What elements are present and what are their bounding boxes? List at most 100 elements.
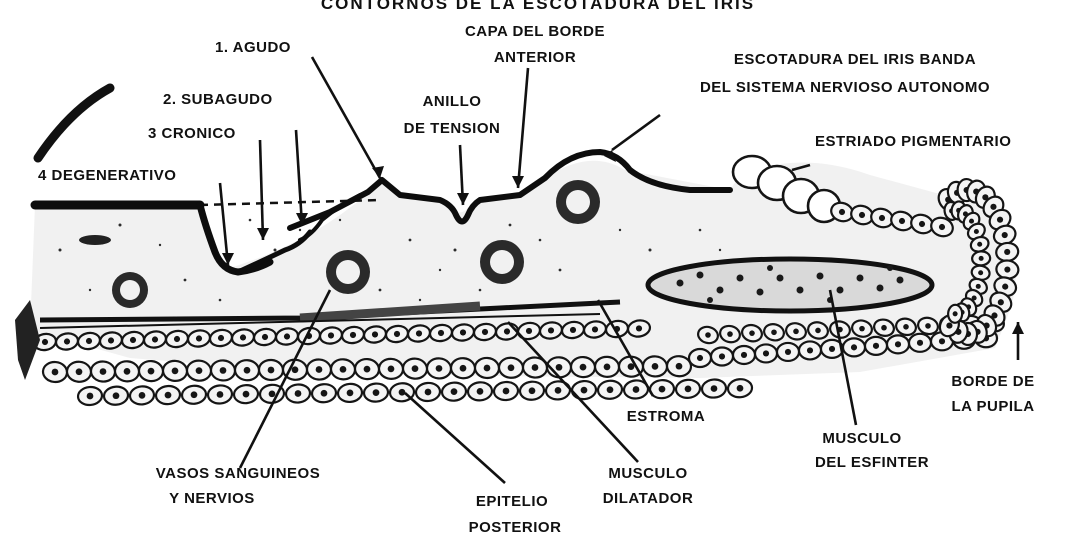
cell-nucleus [460, 365, 467, 372]
cell-nucleus [1004, 266, 1010, 272]
label-dilator-1: MUSCULO [608, 465, 687, 482]
cell-nucleus [394, 331, 400, 337]
cell-nucleus [925, 323, 931, 329]
label-pupil-border-2: LA PUPILA [951, 398, 1034, 415]
cell-nucleus [364, 366, 371, 373]
cell-nucleus [859, 212, 865, 218]
cell-nucleus [243, 391, 250, 398]
cell-nucleus [719, 353, 725, 359]
label-tension-ring-2: DE TENSION [404, 120, 501, 137]
cell-nucleus [953, 311, 958, 316]
cell-nucleus [113, 392, 120, 399]
cell-nucleus [316, 366, 323, 373]
label-pigment-ruff: ESTRIADO PIGMENTARIO [815, 133, 1011, 150]
label-sphincter-1: MUSCULO [822, 430, 901, 447]
cell-nucleus [895, 341, 901, 347]
cell-nucleus [807, 347, 813, 353]
label-vessels-2: Y NERVIOS [169, 490, 255, 507]
label-chronic: 3 CRONICO [148, 125, 236, 142]
cell-nucleus [52, 369, 59, 376]
cell-nucleus [460, 329, 466, 335]
cell-nucleus [269, 390, 276, 397]
cell-nucleus [919, 221, 925, 227]
cell-nucleus [64, 338, 70, 344]
cell-nucleus [340, 366, 347, 373]
cell-nucleus [438, 330, 444, 336]
cell-nucleus [676, 363, 683, 370]
cell-nucleus [659, 386, 666, 393]
cell-nucleus [108, 337, 114, 343]
label-acute: 1. AGUDO [215, 39, 291, 56]
cell-nucleus [292, 366, 299, 373]
cell-nucleus [240, 334, 246, 340]
cell-nucleus [969, 219, 974, 224]
cell-nucleus [749, 330, 755, 336]
cell-nucleus [1002, 284, 1008, 290]
cell-nucleus [504, 328, 510, 334]
cell-nucleus [372, 331, 378, 337]
cell-nucleus [477, 388, 484, 395]
cell-nucleus [262, 334, 268, 340]
cell-nucleus [196, 335, 202, 341]
cell-nucleus [763, 350, 769, 356]
cell-nucleus [570, 327, 576, 333]
cell-nucleus [1002, 232, 1008, 238]
cell-nucleus [148, 368, 155, 375]
label-dilator-2: DILATADOR [603, 490, 694, 507]
cell-nucleus [217, 391, 224, 398]
label-anterior-border-2: ANTERIOR [494, 49, 576, 66]
label-stroma: ESTROMA [627, 408, 706, 425]
cell-nucleus [939, 224, 945, 230]
cell-nucleus [436, 365, 443, 372]
cell-nucleus [881, 325, 887, 331]
cell-nucleus [174, 336, 180, 342]
cell-nucleus [295, 390, 302, 397]
cell-nucleus [785, 349, 791, 355]
cell-nucleus [218, 335, 224, 341]
cell-nucleus [697, 355, 703, 361]
cell-nucleus [508, 364, 515, 371]
label-subacute: 2. SUBAGUDO [163, 91, 273, 108]
cell-nucleus [633, 386, 640, 393]
cell-nucleus [152, 336, 158, 342]
cell-nucleus [976, 284, 981, 289]
cell-nucleus [737, 385, 744, 392]
cell-nucleus [979, 256, 984, 261]
cell-nucleus [548, 327, 554, 333]
cell-nucleus [741, 352, 747, 358]
cell-nucleus [705, 332, 711, 338]
cell-nucleus [851, 344, 857, 350]
cell-nucleus [42, 339, 48, 345]
cell-nucleus [350, 332, 356, 338]
cell-nucleus [529, 387, 536, 394]
cell-nucleus [829, 346, 835, 352]
label-collarette-2: DEL SISTEMA NERVIOSO AUTONOMO [700, 79, 990, 96]
cell-nucleus [990, 204, 996, 210]
cell-nucleus [815, 328, 821, 334]
cell-nucleus [328, 332, 334, 338]
cell-nucleus [939, 338, 945, 344]
cell-nucleus [76, 368, 83, 375]
cell-nucleus [388, 366, 395, 373]
cell-nucleus [526, 328, 532, 334]
cell-nucleus [839, 209, 845, 215]
cell-nucleus [503, 388, 510, 395]
cell-nucleus [86, 338, 92, 344]
cell-nucleus [425, 389, 432, 396]
cell-nucleus [685, 385, 692, 392]
cell-nucleus [268, 367, 275, 374]
cell-nucleus [711, 385, 718, 392]
cell-nucleus [139, 392, 146, 399]
cell-nucleus [581, 387, 588, 394]
cell-nucleus [165, 392, 172, 399]
cell-nucleus [373, 389, 380, 396]
label-collarette-1: ESCOTADURA DEL IRIS BANDA [734, 51, 976, 68]
cell-nucleus [771, 329, 777, 335]
cell-nucleus [191, 391, 198, 398]
label-posterior-epithelium-1: EPITELIO [476, 493, 548, 510]
cell-nucleus [451, 388, 458, 395]
cell-nucleus [903, 324, 909, 330]
cell-nucleus [974, 229, 979, 234]
cell-nucleus [793, 329, 799, 335]
cell-nucleus [220, 367, 227, 374]
